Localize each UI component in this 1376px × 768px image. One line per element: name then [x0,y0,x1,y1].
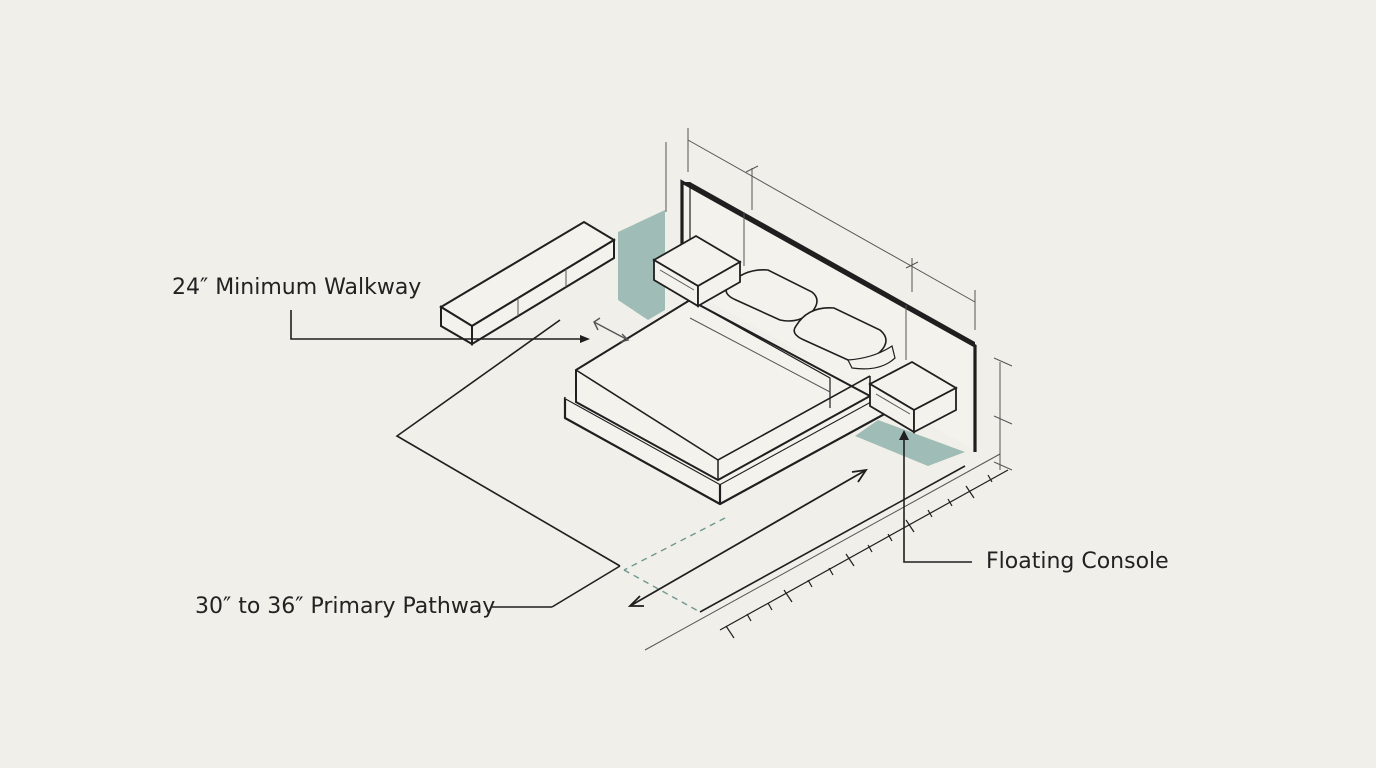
walkway-leader-line [290,310,586,340]
teal-zone-right [855,420,965,466]
height-dimension [993,357,1013,471]
walkway-double-arrow [593,317,630,343]
pathway-label: 30″ to 36″ Primary Pathway [195,594,496,619]
teal-zone-left [618,210,665,320]
dashed-boundary-upper [623,517,726,571]
right-nightstand [868,360,958,434]
floating-console [439,220,616,346]
measuring-scale [719,469,1009,639]
pathway-double-arrow [627,468,868,607]
width-dimension [665,128,976,330]
left-nightstand [652,234,742,308]
console-arrow-head [899,430,909,440]
floor-edge-line [644,453,1001,651]
console-label: Floating Console [986,549,1169,574]
dashed-boundary-lower [623,569,701,613]
walkway-label: 24″ Minimum Walkway [172,275,422,300]
rug-outline [395,319,621,567]
rug-leader-line [551,565,621,608]
pathway-edge-line [699,465,966,613]
walkway-arrow-head [580,335,590,343]
console-leader-line [903,436,972,563]
pillows [725,269,896,370]
